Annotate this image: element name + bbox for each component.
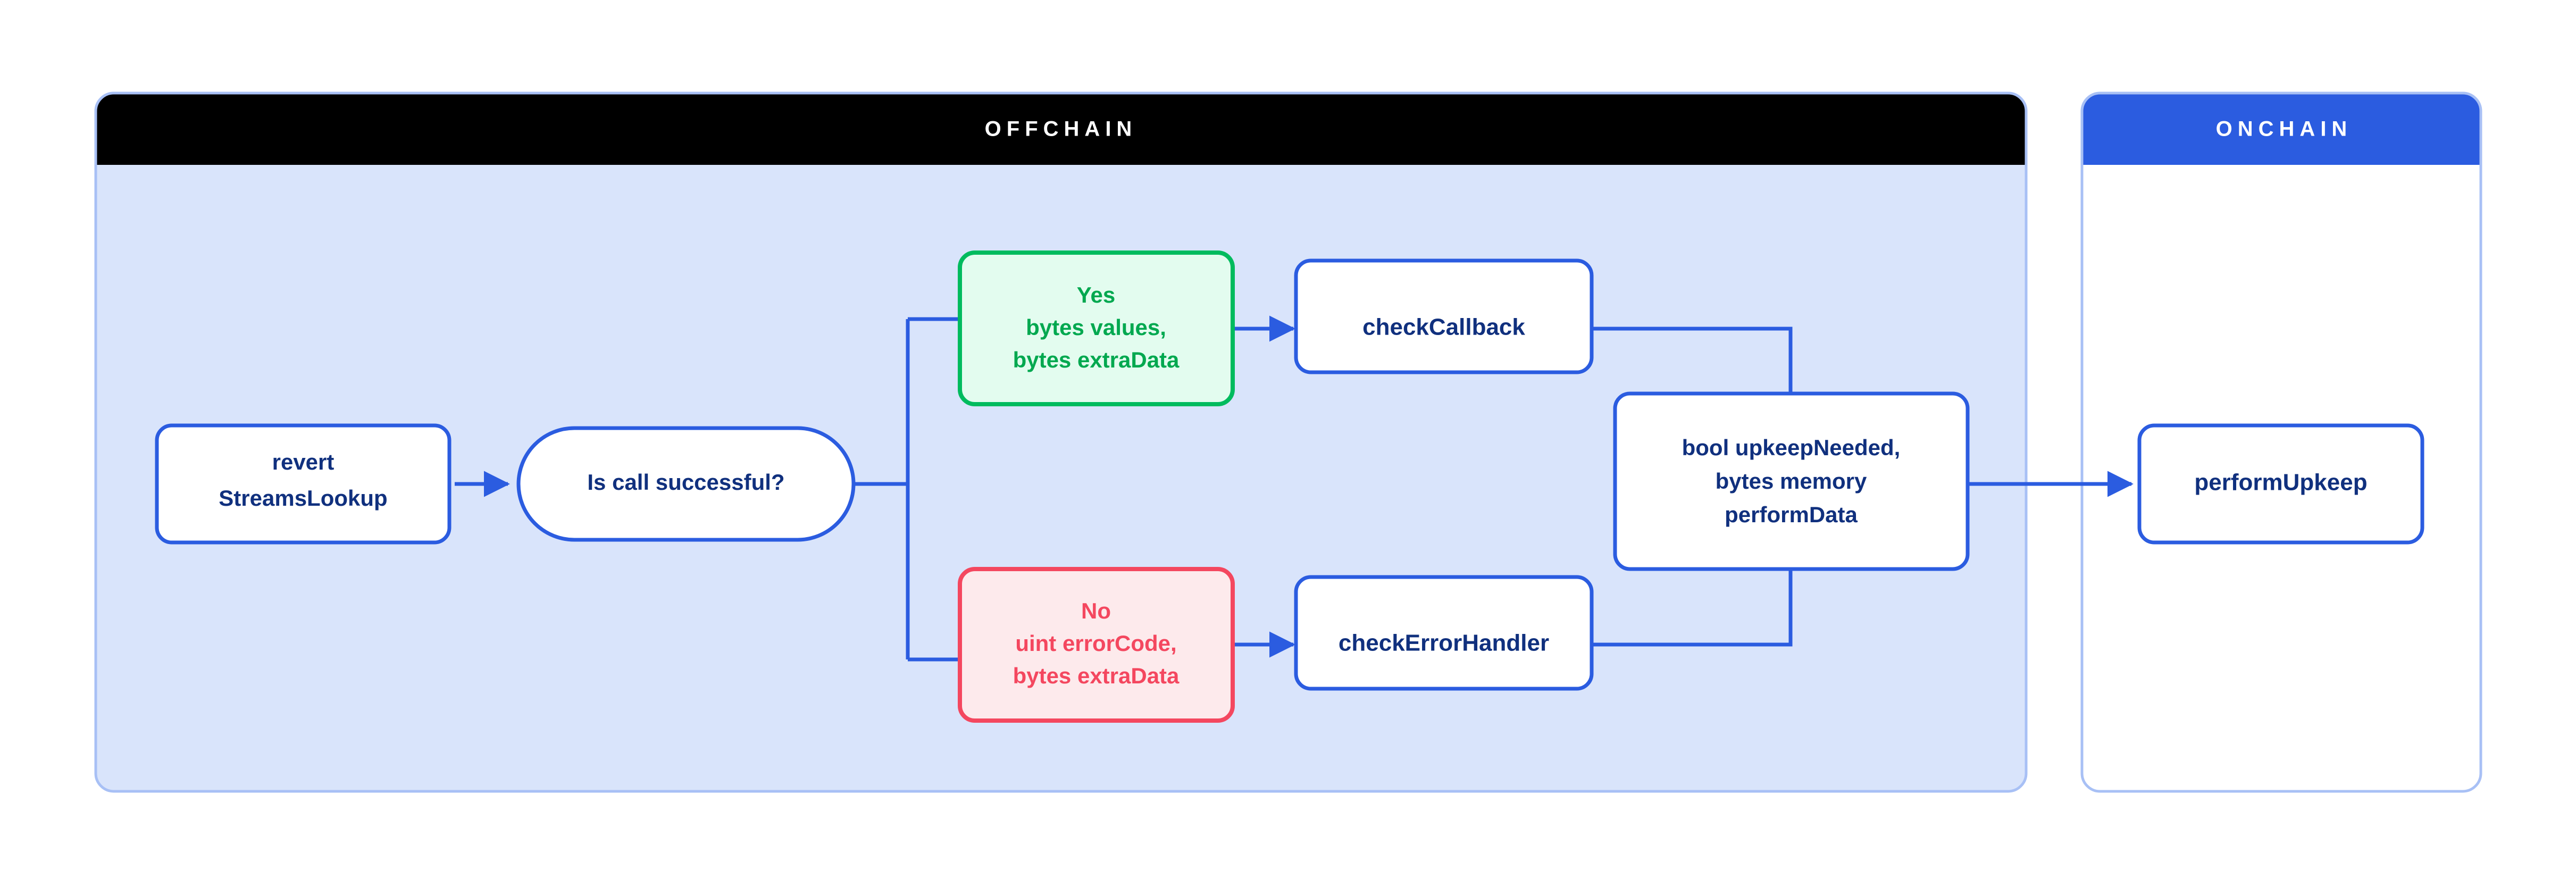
offchain-panel-border — [94, 91, 2028, 793]
offchain-panel-title: OFFCHAIN — [985, 118, 1138, 141]
node-no-branch[interactable]: No uint errorCode, bytes extraData — [958, 567, 1235, 723]
node-checkerrorhandler[interactable]: checkErrorHandler — [1294, 575, 1594, 691]
node-performupkeep-label: performUpkeep — [2194, 470, 2367, 496]
node-performupkeep-box[interactable] — [2137, 423, 2424, 545]
node-return-data[interactable]: bool upkeepNeeded, bytes memory performD… — [1613, 391, 1970, 571]
node-checkcallback[interactable]: checkCallback — [1294, 258, 1594, 374]
node-no-branch-box[interactable] — [958, 567, 1235, 723]
node-checkcallback-label: checkCallback — [1362, 314, 1525, 340]
node-return-data-line-3: performData — [1725, 502, 1858, 527]
node-is-call-successful-label: Is call successful? — [587, 470, 784, 495]
node-yes-branch-line-2: bytes values, — [1026, 315, 1166, 340]
node-revert-streamslookup[interactable]: revert StreamsLookup — [155, 423, 451, 545]
onchain-panel-title: ONCHAIN — [2216, 118, 2353, 141]
onchain-panel-header — [2082, 93, 2481, 165]
node-is-call-successful[interactable]: Is call successful? — [516, 426, 856, 542]
node-revert-streamslookup-line-2: StreamsLookup — [219, 486, 387, 511]
node-no-branch-line-1: No — [1081, 598, 1111, 623]
node-return-data-line-1: bool upkeepNeeded, — [1682, 435, 1901, 460]
edge-checkcallback-to-return — [1592, 327, 1793, 404]
node-checkcallback-box[interactable] — [1294, 258, 1594, 374]
node-revert-streamslookup-box[interactable] — [155, 423, 451, 545]
node-performupkeep[interactable]: performUpkeep — [2137, 423, 2424, 545]
onchain-panel-border — [2080, 91, 2482, 793]
edge-checkerrorhandler-to-return — [1592, 568, 1793, 647]
connectors — [455, 315, 2134, 662]
node-checkerrorhandler-box[interactable] — [1294, 575, 1594, 691]
node-return-data-line-2: bytes memory — [1716, 469, 1867, 494]
node-yes-branch-line-3: bytes extraData — [1013, 347, 1180, 372]
node-return-data-box[interactable] — [1613, 391, 1970, 571]
node-checkerrorhandler-label: checkErrorHandler — [1339, 630, 1549, 656]
node-no-branch-line-3: bytes extraData — [1013, 663, 1180, 688]
node-yes-branch-line-1: Yes — [1077, 282, 1115, 307]
node-is-call-successful-box[interactable] — [516, 426, 856, 542]
node-yes-branch-box[interactable] — [958, 250, 1235, 406]
offchain-panel-header — [96, 93, 2026, 165]
node-no-branch-line-2: uint errorCode, — [1015, 631, 1176, 656]
node-revert-streamslookup-line-1: revert — [272, 449, 334, 474]
node-yes-branch[interactable]: Yes bytes values, bytes extraData — [958, 250, 1235, 406]
